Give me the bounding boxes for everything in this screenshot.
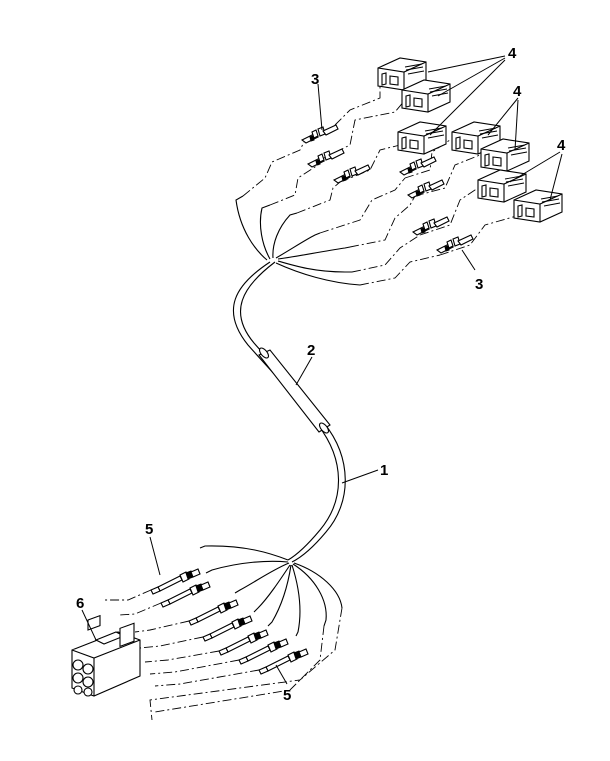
callout-4-c: 4 — [557, 137, 566, 154]
pin-contacts — [150, 568, 309, 675]
callout-1: 1 — [380, 462, 388, 479]
protective-sleeve — [258, 347, 331, 434]
callout-5-top: 5 — [145, 521, 153, 538]
pin-contact — [202, 615, 253, 642]
callout-5-bottom: 5 — [283, 687, 291, 704]
pin-contact — [188, 599, 239, 626]
callout-2: 2 — [307, 342, 315, 359]
callout-labels: 1 2 3 3 4 4 4 5 5 6 — [76, 45, 566, 704]
socket-terminal — [333, 164, 371, 184]
plug-connector — [71, 614, 141, 697]
socket-terminal — [307, 148, 345, 168]
pin-contact — [258, 648, 309, 675]
socket-housing — [513, 189, 563, 223]
callout-4-b: 4 — [513, 83, 522, 100]
lower-wire-breakout — [199, 545, 343, 637]
socket-terminal — [436, 234, 474, 254]
callout-3-top: 3 — [311, 71, 319, 88]
callout-6: 6 — [76, 595, 84, 612]
socket-terminal — [412, 216, 450, 236]
main-harness-trunk — [232, 261, 346, 563]
socket-terminal — [407, 179, 445, 199]
callout-3-bottom: 3 — [475, 276, 483, 293]
socket-housing — [477, 169, 527, 203]
callout-4-a: 4 — [508, 45, 517, 62]
upper-wire-breakout — [235, 195, 361, 286]
callout-leaders — [81, 55, 563, 685]
socket-housings — [377, 57, 563, 223]
socket-terminal — [301, 124, 339, 144]
lower-dashed-routing — [105, 589, 343, 721]
